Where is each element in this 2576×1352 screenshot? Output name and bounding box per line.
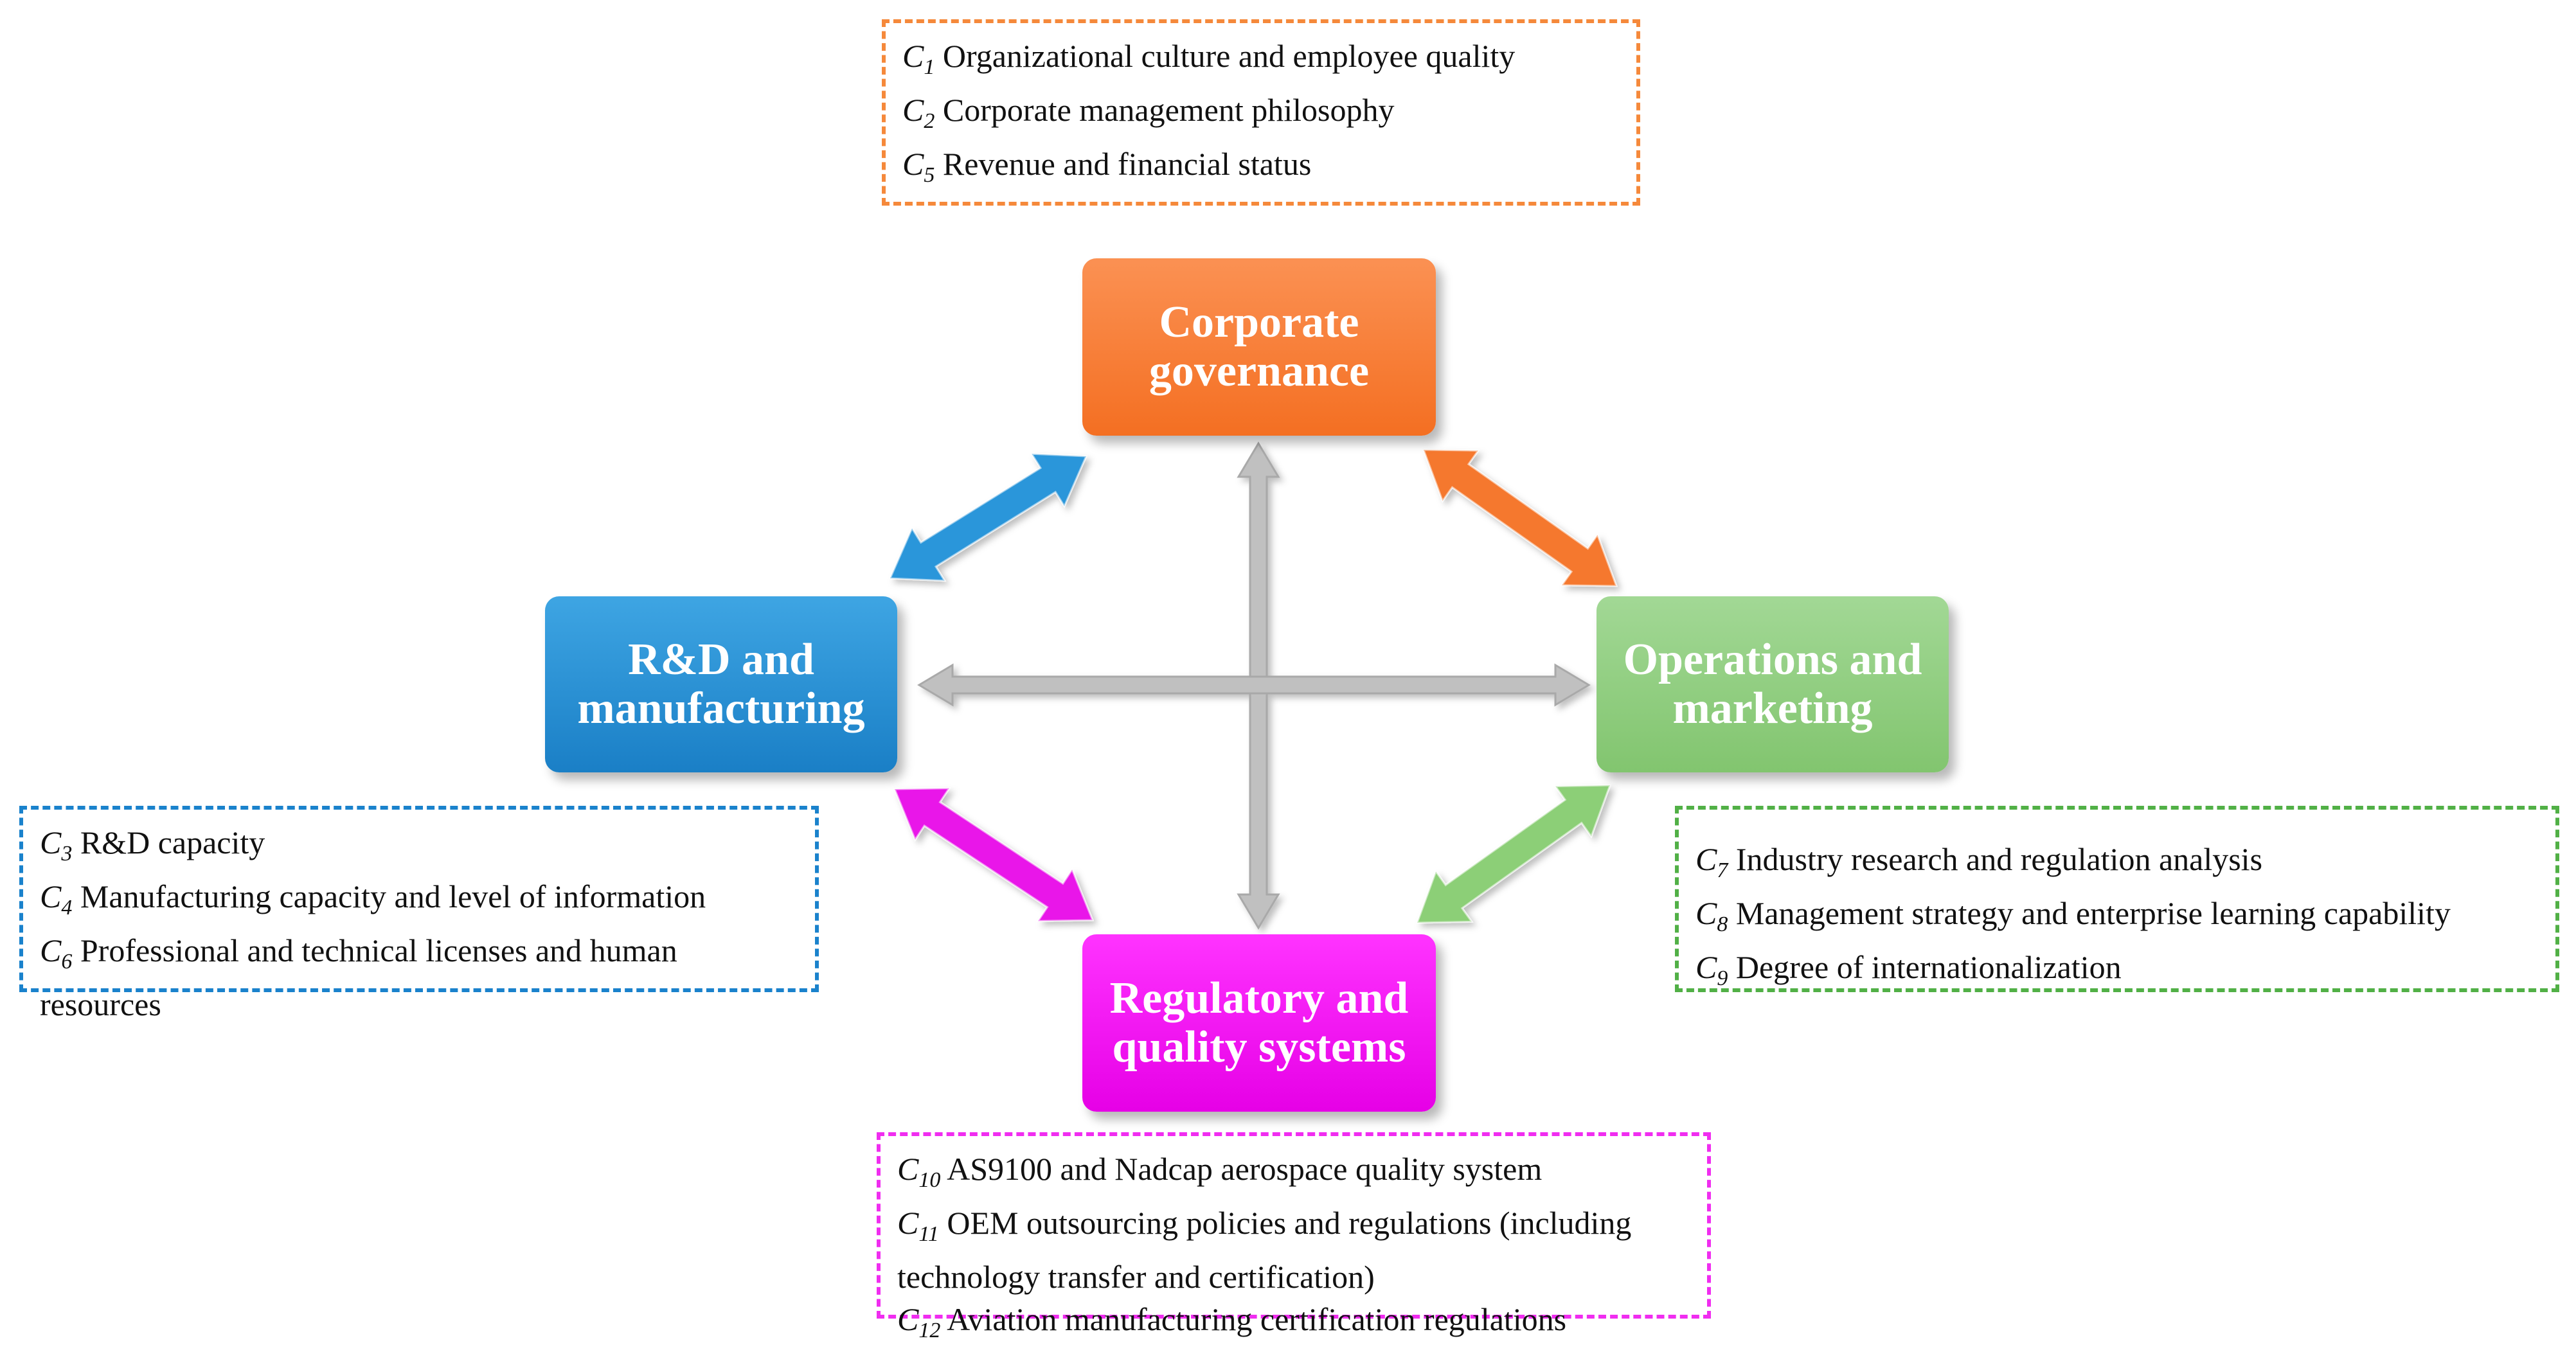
criterion-c9: C9 Degree of internationalization <box>1695 946 2539 1000</box>
criterion-c5: C5 Revenue and financial status <box>902 143 1620 197</box>
criterion-c12: C12 Aviation manufacturing certification… <box>897 1298 1690 1352</box>
criterion-text: R&D capacity <box>80 824 265 860</box>
criterion-code: C8 <box>1695 895 1728 936</box>
criterion-code: C7 <box>1695 841 1728 882</box>
node-regulatory-quality: Regulatory and quality systems <box>1082 934 1436 1112</box>
criterion-text: Revenue and financial status <box>942 146 1312 182</box>
criteria-box-reg: C10 AS9100 and Nadcap aerospace quality … <box>877 1132 1711 1342</box>
criterion-text: Degree of internationalization <box>1735 949 2122 985</box>
criterion-text: Organizational culture and employee qual… <box>942 38 1516 74</box>
criteria-box-rd: C3 R&D capacity C4 Manufacturing capacit… <box>19 806 819 1022</box>
criteria-box-ops: C7 Industry research and regulation anal… <box>1675 806 2559 992</box>
criterion-c1: C1 Organizational culture and employee q… <box>902 35 1620 89</box>
criterion-code: C11 <box>897 1205 939 1246</box>
criterion-c11: C11 OEM outsourcing policies and regulat… <box>897 1202 1690 1298</box>
criterion-code: C2 <box>902 92 935 133</box>
criterion-code: C10 <box>897 1151 941 1192</box>
criterion-text: Corporate management philosophy <box>942 92 1395 128</box>
criterion-code: C1 <box>902 38 935 79</box>
criterion-text: OEM outsourcing policies and regulations… <box>897 1205 1632 1295</box>
arrow-horizontal-rd-ops <box>917 663 1591 707</box>
node-rd-manufacturing: R&D and manufacturing <box>545 596 897 772</box>
criterion-text: Aviation manufacturing certification reg… <box>947 1301 1567 1337</box>
criterion-text: AS9100 and Nadcap aerospace quality syst… <box>947 1151 1543 1187</box>
criterion-c2: C2 Corporate management philosophy <box>902 89 1620 143</box>
node-ops-line2: marketing <box>1672 684 1873 733</box>
criterion-c10: C10 AS9100 and Nadcap aerospace quality … <box>897 1148 1690 1202</box>
criterion-code: C9 <box>1695 949 1728 990</box>
criterion-c3: C3 R&D capacity <box>40 821 798 875</box>
criterion-text: Management strategy and enterprise learn… <box>1735 895 2451 931</box>
arrow-ops-reg <box>1415 784 1612 924</box>
node-ops-line1: Operations and <box>1623 635 1922 685</box>
node-rd-line1: R&D and <box>628 635 814 685</box>
criterion-text: Industry research and regulation analysi… <box>1735 841 2263 877</box>
criterion-c8: C8 Management strategy and enterprise le… <box>1695 892 2539 946</box>
node-corporate-governance: Corporate governance <box>1082 258 1436 436</box>
criteria-box-governance: C1 Organizational culture and employee q… <box>882 19 1640 206</box>
node-governance-line2: governance <box>1149 346 1370 396</box>
criterion-code: C12 <box>897 1301 941 1342</box>
node-reg-line2: quality systems <box>1112 1022 1406 1072</box>
node-rd-line2: manufacturing <box>577 684 865 733</box>
criterion-text: Professional and technical licenses and … <box>40 932 677 1022</box>
arrow-governance-ops <box>1422 449 1618 587</box>
arrow-rd-reg <box>893 787 1095 922</box>
node-operations-marketing: Operations and marketing <box>1597 596 1949 772</box>
node-reg-line1: Regulatory and <box>1109 974 1409 1024</box>
criterion-code: C5 <box>902 146 935 187</box>
criterion-code: C6 <box>40 932 73 974</box>
criterion-text: Manufacturing capacity and level of info… <box>80 878 706 914</box>
criterion-code: C4 <box>40 878 73 920</box>
arrow-governance-rd <box>888 452 1088 582</box>
node-governance-line1: Corporate <box>1159 298 1359 348</box>
criterion-c4: C4 Manufacturing capacity and level of i… <box>40 875 798 929</box>
criterion-code: C3 <box>40 824 73 866</box>
criterion-c7: C7 Industry research and regulation anal… <box>1695 838 2539 892</box>
criterion-c6: C6 Professional and technical licenses a… <box>40 929 798 1026</box>
